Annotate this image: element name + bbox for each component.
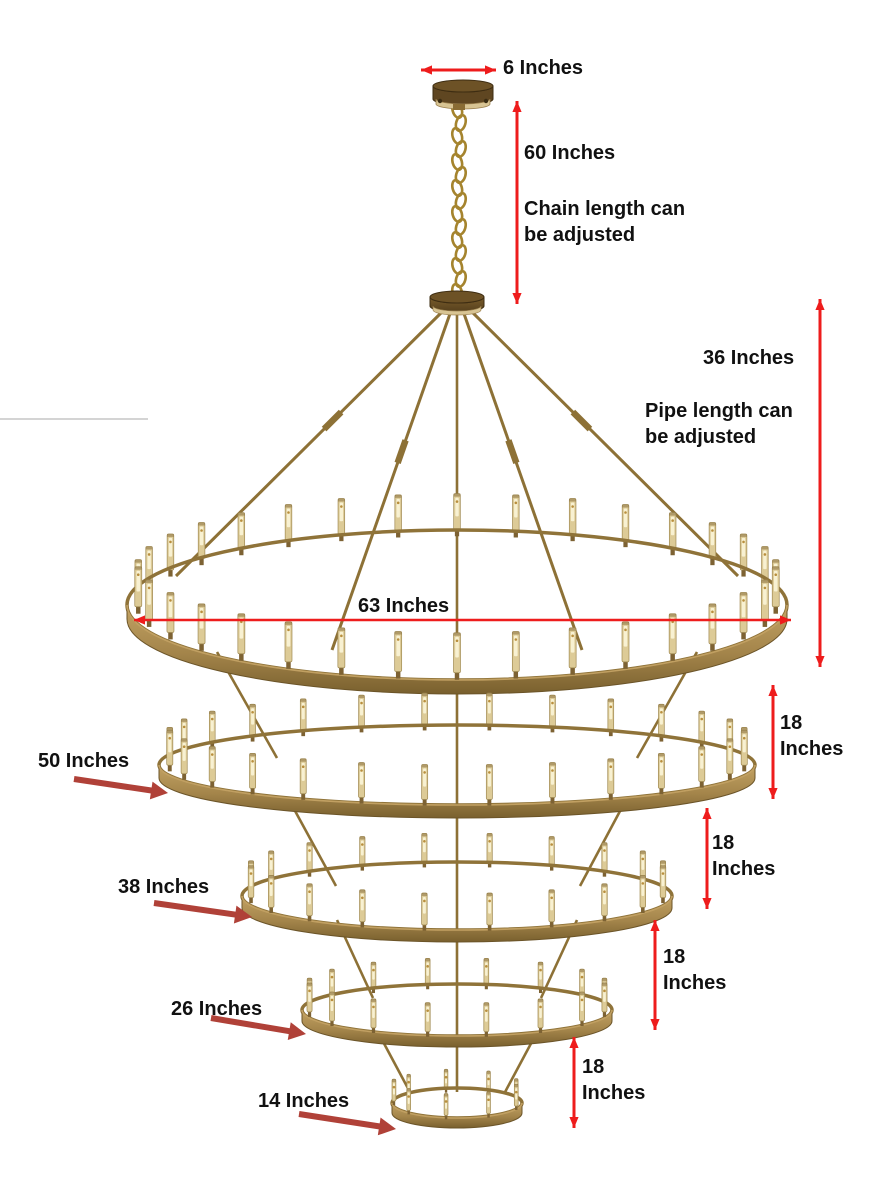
rod-hub bbox=[429, 290, 485, 316]
ceiling-canopy bbox=[432, 79, 494, 110]
label-canopy-width: 6 Inches bbox=[503, 57, 584, 79]
label-tier5-diameter: 14 Inches bbox=[258, 1090, 350, 1112]
label-tier-spacing-2: 18 Inches bbox=[712, 832, 776, 880]
label-tier1-diameter: 63 Inches bbox=[358, 595, 450, 617]
hanging-chain bbox=[450, 100, 468, 302]
label-tier-spacing-4: 18 Inches bbox=[582, 1056, 646, 1104]
label-tier4-diameter: 26 Inches bbox=[171, 998, 263, 1020]
label-pipe-length: 36 Inches bbox=[703, 347, 795, 369]
label-pipe-note: Pipe length can be adjusted bbox=[645, 400, 793, 448]
label-chain-length: 60 Inches bbox=[524, 142, 616, 164]
label-tier-spacing-1: 18 Inches bbox=[780, 712, 844, 760]
label-tier2-diameter: 50 Inches bbox=[38, 750, 130, 772]
label-tier-spacing-3: 18 Inches bbox=[663, 946, 727, 994]
chandelier-tiers bbox=[125, 493, 789, 1129]
dimension-arrows bbox=[73, 65, 825, 1136]
label-tier3-diameter: 38 Inches bbox=[118, 876, 210, 898]
label-chain-note: Chain length can be adjusted bbox=[524, 198, 686, 246]
suspension-rods bbox=[174, 306, 740, 651]
